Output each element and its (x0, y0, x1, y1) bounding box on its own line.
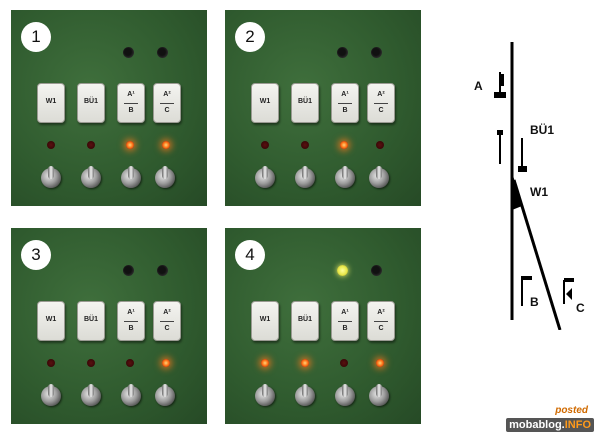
panel-number: 1 (21, 22, 51, 52)
bu1-toggle-switch[interactable] (295, 166, 315, 188)
upper-indicator-led (337, 47, 348, 58)
signal-bu1-icon (518, 138, 527, 172)
bu1-led (301, 359, 309, 367)
bu1-button[interactable]: BÜ1 (291, 83, 319, 123)
switch-w1-symbol (512, 172, 522, 210)
signal-a-label: A (474, 79, 483, 93)
a2-toggle-switch[interactable] (369, 384, 389, 406)
a1-led (340, 359, 348, 367)
w1-toggle-switch[interactable] (255, 166, 275, 188)
w1-toggle-switch[interactable] (255, 384, 275, 406)
a1-toggle-switch[interactable] (335, 384, 355, 406)
upper-indicator-led (337, 265, 348, 276)
w1-toggle-switch[interactable] (41, 166, 61, 188)
a2-led (376, 359, 384, 367)
signal-left-icon (497, 130, 503, 164)
signal-a-icon (494, 72, 506, 98)
w1-button[interactable]: W1 (37, 83, 65, 123)
bu1-button[interactable]: BÜ1 (291, 301, 319, 341)
a2-toggle-switch[interactable] (369, 166, 389, 188)
upper-indicator-led (371, 47, 382, 58)
a2-led (376, 141, 384, 149)
bu1-led (301, 141, 309, 149)
upper-indicator-led (157, 47, 168, 58)
signal-b-label: B (530, 295, 539, 309)
panel-number: 3 (21, 240, 51, 270)
bu1-button[interactable]: BÜ1 (77, 83, 105, 123)
upper-indicator-led (123, 265, 134, 276)
w1-button[interactable]: W1 (251, 83, 279, 123)
a2-toggle-switch[interactable] (155, 384, 175, 406)
w1-button[interactable]: W1 (37, 301, 65, 341)
a2-led (162, 359, 170, 367)
signal-c-label: C (576, 301, 585, 315)
upper-indicator-led (371, 265, 382, 276)
a2-led (162, 141, 170, 149)
w1-led (47, 141, 55, 149)
a1-toggle-switch[interactable] (335, 166, 355, 188)
w1-button[interactable]: W1 (251, 301, 279, 341)
track-diagram: A BÜ1 W1 B C (474, 42, 585, 330)
a1-led (340, 141, 348, 149)
bu1-toggle-switch[interactable] (81, 384, 101, 406)
w1-toggle-switch[interactable] (41, 384, 61, 406)
panel-number: 4 (235, 240, 265, 270)
a1-toggle-switch[interactable] (121, 384, 141, 406)
bu1-button[interactable]: BÜ1 (77, 301, 105, 341)
a1-led (126, 359, 134, 367)
w1-led (47, 359, 55, 367)
upper-indicator-led (157, 265, 168, 276)
a1-led (126, 141, 134, 149)
w1-led (261, 359, 269, 367)
watermark-logo: posted mobablog.INFO (506, 405, 594, 432)
bu1-toggle-switch[interactable] (81, 166, 101, 188)
a1-toggle-switch[interactable] (121, 166, 141, 188)
switch-w1-label: W1 (530, 185, 548, 199)
a2-toggle-switch[interactable] (155, 166, 175, 188)
w1-led (261, 141, 269, 149)
panel-number: 2 (235, 22, 265, 52)
bu1-toggle-switch[interactable] (295, 384, 315, 406)
bu1-led (87, 141, 95, 149)
signal-c-icon (563, 278, 574, 304)
signal-bu1-label: BÜ1 (530, 122, 554, 137)
bu1-led (87, 359, 95, 367)
signal-b-icon (521, 276, 532, 306)
upper-indicator-led (123, 47, 134, 58)
